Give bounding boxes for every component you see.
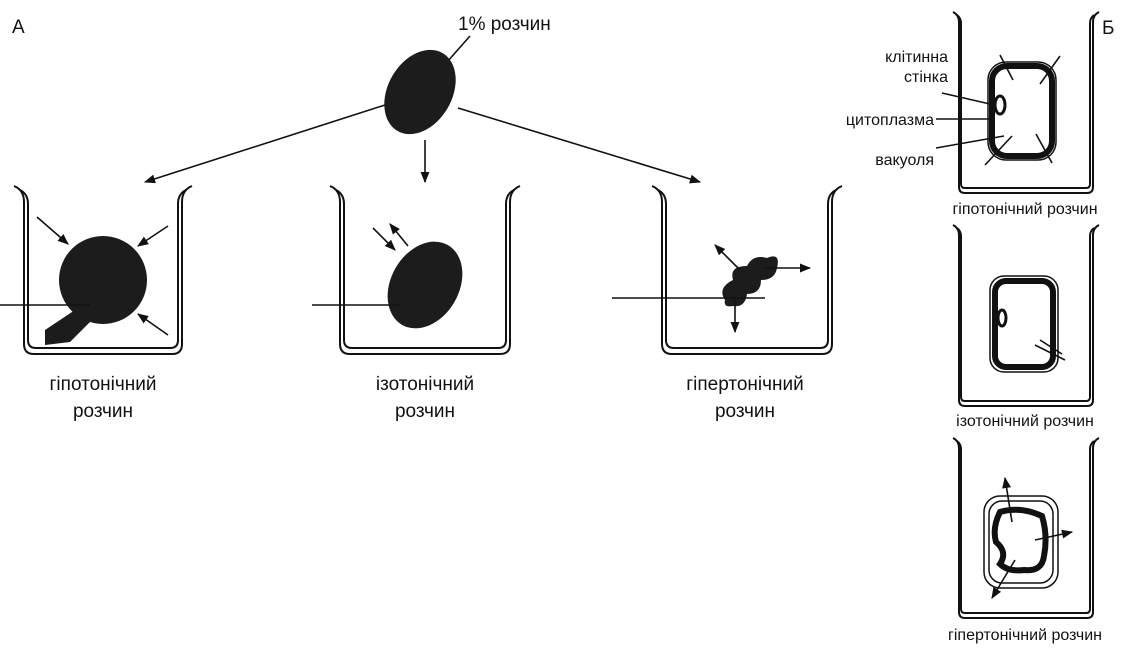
hypotonic-caption-b: гіпотонічний розчин (952, 201, 1097, 218)
beaker-hypotonic-a (0, 185, 193, 355)
source-solution-label: 1% розчин (458, 14, 551, 35)
panel-b-label: Б (1102, 18, 1114, 39)
cell-wall-label-line2: стінка (904, 69, 948, 86)
vacuole-label: вакуоля (875, 152, 934, 169)
distribution-arrows (143, 104, 702, 184)
beaker-hypertonic-b (952, 437, 1100, 619)
isotonic-label-line2: розчин (395, 401, 455, 422)
isotonic-label-line1: ізотонічний (376, 374, 474, 395)
beaker-hypertonic-a (612, 185, 843, 355)
cell-wall-label-line1: клітинна (885, 49, 948, 66)
panel-a-label: А (12, 17, 25, 38)
red-blood-cell-source (384, 49, 456, 135)
beaker-isotonic-b (952, 224, 1100, 407)
hypotonic-label-line1: гіпотонічний (50, 374, 157, 395)
hypertonic-label-line2: розчин (715, 401, 775, 422)
hypertonic-caption-b: гіпертонічний розчин (948, 627, 1102, 644)
hypertonic-label-line1: гіпертонічний (686, 374, 804, 395)
cytoplasm-label: цитоплазма (846, 112, 934, 129)
isotonic-caption-b: ізотонічний розчин (956, 413, 1094, 430)
beaker-isotonic-a (312, 185, 521, 355)
beaker-hypotonic-b (935, 11, 1100, 194)
hypotonic-label-line2: розчин (73, 401, 133, 422)
